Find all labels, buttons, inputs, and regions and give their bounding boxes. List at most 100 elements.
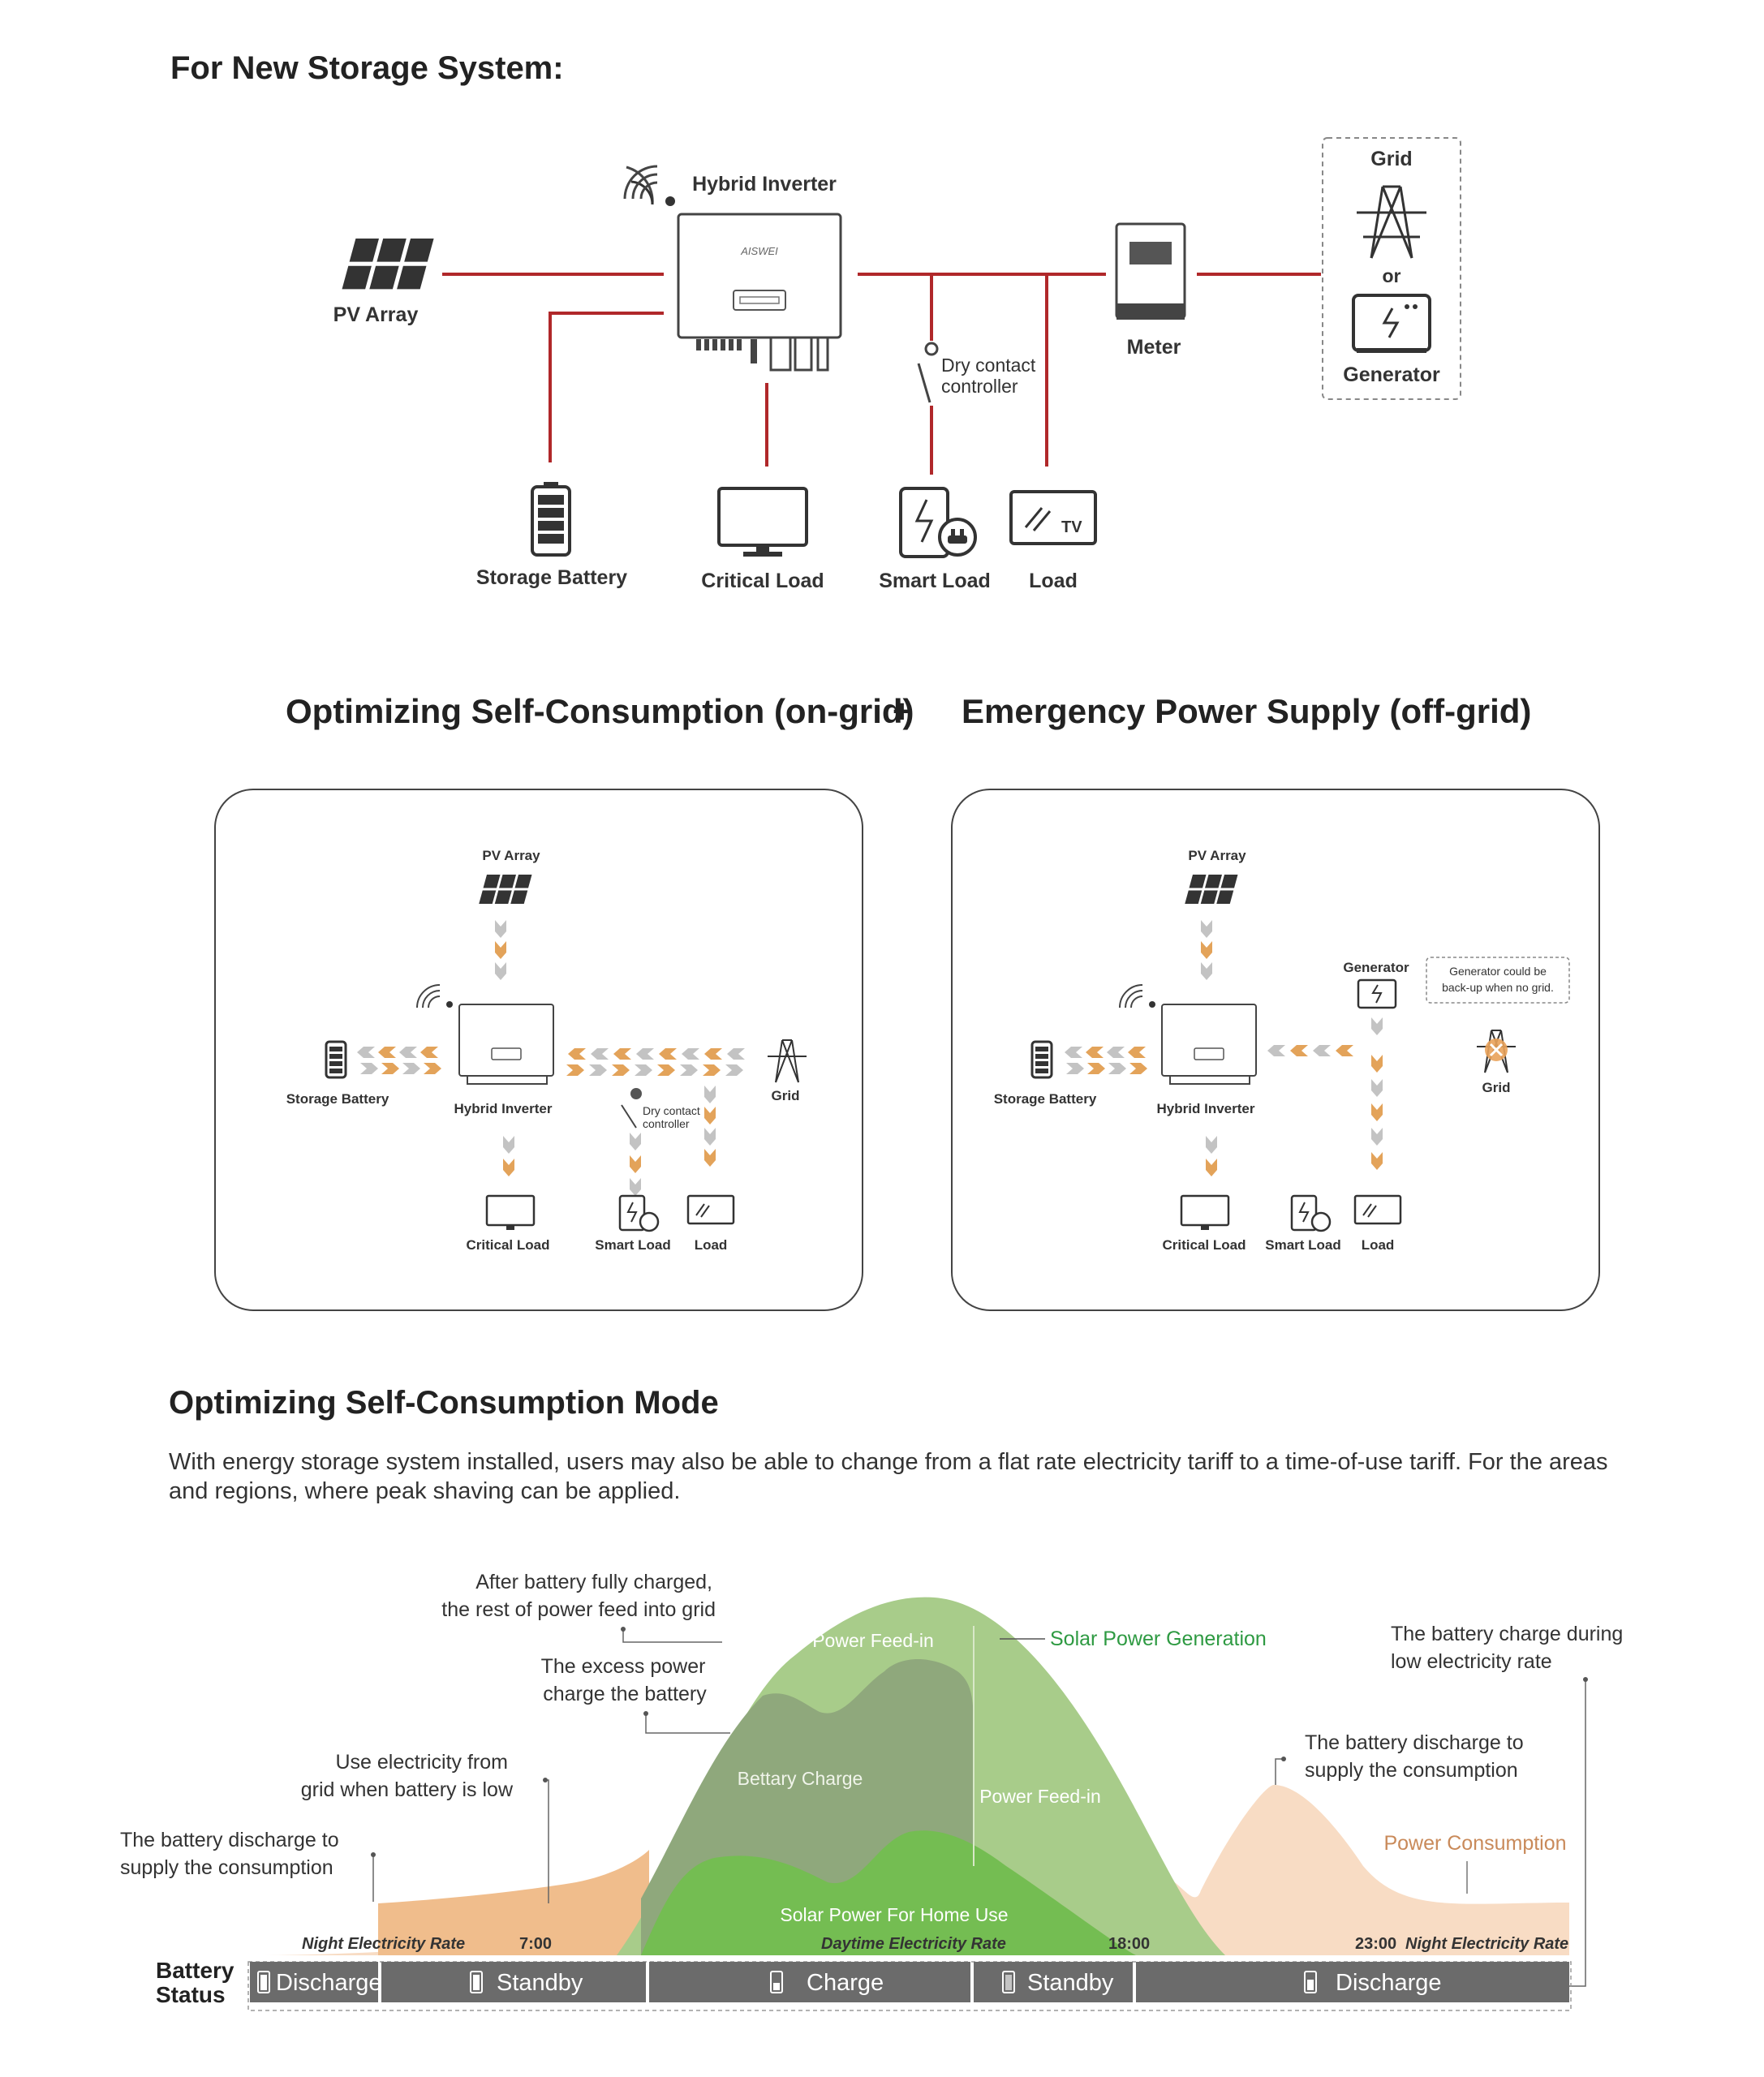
anno-discharge-left-1: The battery discharge to xyxy=(120,1829,339,1851)
battery-small-icon xyxy=(1304,1971,1317,1993)
anno-grid-low-2: grid when battery is low xyxy=(301,1778,514,1801)
anno-excess-2: charge the battery xyxy=(543,1683,707,1705)
offgrid-smart-load-label: Smart Load xyxy=(1265,1237,1341,1253)
mode-title: Optimizing Self-Consumption Mode xyxy=(169,1385,719,1421)
ongrid-pv-arrows xyxy=(495,920,506,980)
offgrid-generator-icon xyxy=(1357,978,1397,1009)
ongrid-battery-icon xyxy=(325,1040,347,1079)
offgrid-inverter-label: Hybrid Inverter xyxy=(1157,1101,1255,1116)
label-solar-home-use: Solar Power For Home Use xyxy=(780,1904,1008,1925)
ongrid-diagram: PV Array Hybrid Inverter Storage Battery xyxy=(286,848,807,1253)
dry-contact-label-2: controller xyxy=(941,376,1018,397)
offgrid-inverter-icon xyxy=(1161,1004,1257,1085)
tv-icon: TV xyxy=(1009,490,1097,545)
storage-battery-label: Storage Battery xyxy=(476,566,627,589)
generator-label: Generator xyxy=(1343,363,1440,386)
status-label-4: Standby xyxy=(1027,1970,1114,1996)
new-storage-title: For New Storage System: xyxy=(170,50,564,86)
offgrid-diagram: PV Array Hybrid Inverter Storage Battery xyxy=(994,848,1570,1253)
label-power-consumption: Power Consumption xyxy=(1383,1832,1566,1855)
ongrid-dry-contact-icon xyxy=(621,1088,642,1129)
time-day: Daytime Electricity Rate xyxy=(821,1935,1006,1953)
ongrid-battery-label: Storage Battery xyxy=(286,1091,389,1107)
offgrid-battery-icon xyxy=(1030,1040,1053,1079)
tv-text: TV xyxy=(1061,518,1082,536)
label-power-feed-in-top: Power Feed-in xyxy=(812,1630,934,1651)
modes-plus: + xyxy=(893,694,912,729)
offgrid-tv-icon xyxy=(1353,1194,1402,1225)
wifi-icon xyxy=(626,166,675,206)
status-label-2: Standby xyxy=(497,1970,583,1996)
offgrid-critical-load-label: Critical Load xyxy=(1163,1237,1246,1253)
dry-contact-label-1: Dry contact xyxy=(941,355,1036,376)
anno-discharge-left-2: supply the consumption xyxy=(120,1856,333,1879)
modes-right-title: Emergency Power Supply (off-grid) xyxy=(962,692,1532,730)
offgrid-grid-label: Grid xyxy=(1482,1080,1511,1095)
wifi-arcs-icon xyxy=(623,165,658,200)
offgrid-battery-label: Storage Battery xyxy=(994,1091,1097,1107)
monitor-icon xyxy=(717,487,808,557)
battery-status-label-1: Battery xyxy=(156,1958,234,1983)
curve-chart: Power Feed-in Bettary Charge Power Feed-… xyxy=(120,1571,1623,2011)
battery-status-label-2: Status xyxy=(156,1982,226,2007)
top-wiring xyxy=(442,273,1321,475)
time-night-left: Night Electricity Rate xyxy=(302,1935,465,1953)
anno-excess-1: The excess power xyxy=(541,1655,706,1678)
smart-load-icon xyxy=(899,487,977,558)
offgrid-down-arrows xyxy=(1206,1136,1217,1176)
label-battery-charge: Bettary Charge xyxy=(738,1768,863,1789)
ongrid-load-label: Load xyxy=(695,1237,728,1253)
or-label: or xyxy=(1383,265,1401,286)
battery-small-icon xyxy=(1002,1971,1015,1993)
ongrid-critical-load-label: Critical Load xyxy=(467,1237,550,1253)
ongrid-wifi-icon xyxy=(416,984,453,1008)
critical-load-label: Critical Load xyxy=(701,570,824,592)
ongrid-monitor-icon xyxy=(485,1194,536,1230)
smart-load-label: Smart Load xyxy=(879,570,991,592)
ongrid-dry-contact-1: Dry contact xyxy=(643,1104,700,1117)
anno-charge-low-2: low electricity rate xyxy=(1391,1650,1552,1673)
status-label-1: Discharge xyxy=(276,1970,382,1996)
ongrid-smart-load-label: Smart Load xyxy=(595,1237,671,1253)
grid-use-area xyxy=(378,1850,649,1955)
ongrid-grid-arrows xyxy=(566,1048,745,1076)
time-18: 18:00 xyxy=(1108,1935,1150,1953)
status-segment-3: Charge xyxy=(649,1962,970,2002)
time-23: 23:00 xyxy=(1355,1935,1396,1953)
label-solar-generation: Solar Power Generation xyxy=(1050,1628,1267,1650)
anno-fully-charged-2: the rest of power feed into grid xyxy=(441,1598,716,1621)
status-label-3: Charge xyxy=(807,1970,884,1996)
ongrid-inverter-label: Hybrid Inverter xyxy=(454,1101,553,1116)
battery-small-icon xyxy=(470,1971,483,1993)
battery-small-icon xyxy=(257,1971,270,1993)
status-segment-2: Standby xyxy=(381,1962,646,2002)
ongrid-inverter-icon xyxy=(458,1004,554,1085)
status-segment-4: Standby xyxy=(974,1962,1133,2002)
solar-home-use-area xyxy=(641,1830,1136,1955)
label-power-feed-in-right: Power Feed-in xyxy=(979,1786,1101,1807)
load-label: Load xyxy=(1029,570,1078,592)
mode-paragraph: With energy storage system installed, us… xyxy=(169,1449,1608,1504)
offgrid-monitor-icon xyxy=(1180,1194,1230,1230)
ongrid-smart-load-icon xyxy=(618,1194,660,1232)
status-segment-5: Discharge xyxy=(1136,1962,1569,2002)
offgrid-smart-load-icon xyxy=(1290,1194,1332,1232)
ongrid-battery-arrows xyxy=(357,1047,441,1074)
hybrid-inverter-label: Hybrid Inverter xyxy=(692,173,837,196)
ongrid-grid-label: Grid xyxy=(772,1088,800,1103)
offgrid-grid-x-icon xyxy=(1485,1038,1508,1061)
anno-grid-low-1: Use electricity from xyxy=(335,1751,508,1774)
offgrid-pv-arrows xyxy=(1201,920,1212,980)
ongrid-tv-icon xyxy=(686,1194,735,1225)
generator-icon xyxy=(1352,294,1431,353)
meter-icon xyxy=(1115,222,1186,320)
offgrid-note-1: Generator could be xyxy=(1449,965,1547,978)
offgrid-generator-arrows xyxy=(1267,1017,1383,1170)
status-label-5: Discharge xyxy=(1336,1970,1442,1996)
offgrid-generator-label: Generator xyxy=(1343,960,1409,975)
offgrid-battery-arrows xyxy=(1065,1047,1147,1074)
annotation-dots xyxy=(371,1627,1588,1857)
offgrid-wifi-icon xyxy=(1119,984,1155,1008)
status-segment-1: Discharge xyxy=(250,1962,382,2002)
